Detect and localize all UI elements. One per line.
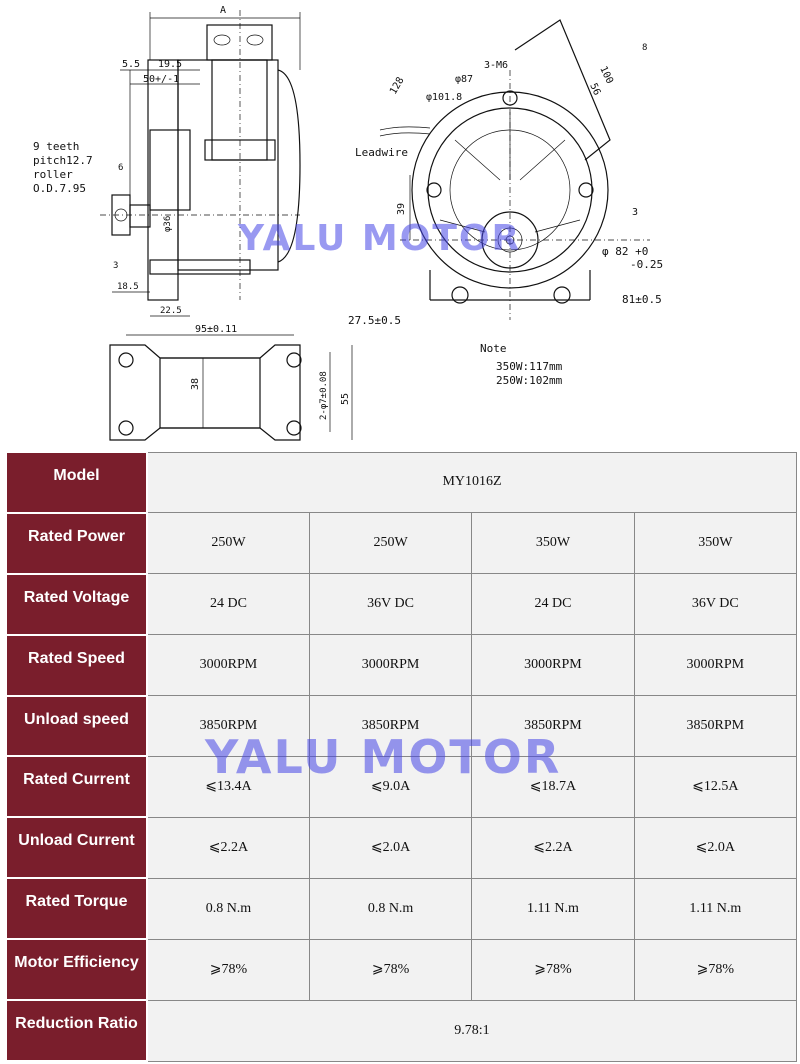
reduction-ratio-value: 9.78:1 [146, 999, 797, 1062]
unload-current-4: ⩽2.0A [633, 816, 798, 879]
side-view: A 5.5 19.5 50+/-1 9 teeth pitch12.7 roll… [33, 5, 301, 317]
label-leadwire: Leadwire [355, 146, 408, 159]
bottom-view: 95±0.11 38 2-φ7±0.08 55 [109, 324, 353, 441]
unload-speed-2: 3850RPM [308, 695, 473, 757]
dim-39: 39 [396, 203, 407, 215]
rated-speed-4: 3000RPM [633, 634, 798, 697]
rated-voltage-4: 36V DC [633, 573, 798, 636]
unload-current-3: ⩽2.2A [471, 816, 635, 879]
dim-phi82-tol: -0.25 [630, 258, 663, 271]
row-label-rated-voltage: Rated Voltage [5, 572, 148, 636]
dim-18-5: 18.5 [117, 282, 139, 292]
motor-efficiency-2: ⩾78% [308, 938, 473, 1001]
row-motor-efficiency: Motor Efficiency ⩾78% ⩾78% ⩾78% ⩾78% [5, 938, 798, 1002]
teeth-label-3: roller [33, 168, 73, 181]
row-label-rated-torque: Rated Torque [5, 877, 148, 941]
row-label-rated-speed: Rated Speed [5, 633, 148, 697]
unload-current-2: ⩽2.0A [308, 816, 473, 879]
rated-current-4: ⩽12.5A [633, 755, 798, 818]
rated-speed-3: 3000RPM [471, 634, 635, 697]
motor-efficiency-3: ⩾78% [471, 938, 635, 1001]
rated-current-1: ⩽13.4A [146, 755, 310, 818]
rated-current-2: ⩽9.0A [308, 755, 473, 818]
row-label-unload-speed: Unload speed [5, 694, 148, 758]
rated-voltage-2: 36V DC [308, 573, 473, 636]
model-value: MY1016Z [146, 451, 797, 514]
row-reduction-ratio: Reduction Ratio 9.78:1 [5, 999, 797, 1062]
note-title: Note [480, 342, 507, 355]
dim-phi82: φ 82 +0 [602, 245, 648, 258]
teeth-label-4: O.D.7.95 [33, 182, 86, 195]
dim-95: 95±0.11 [195, 324, 237, 335]
dim-22-5: 22.5 [160, 306, 182, 316]
row-unload-current: Unload Current ⩽2.2A ⩽2.0A ⩽2.2A ⩽2.0A [5, 816, 798, 880]
rated-torque-4: 1.11 N.m [633, 877, 798, 940]
dim-8: 8 [642, 43, 647, 53]
unload-speed-4: 3850RPM [633, 695, 798, 757]
note-line-2: 250W:102mm [496, 374, 563, 387]
rated-voltage-1: 24 DC [146, 573, 310, 636]
rated-torque-3: 1.11 N.m [471, 877, 635, 940]
dim-3: 3 [113, 261, 118, 271]
rated-power-4: 350W [633, 512, 798, 575]
row-rated-speed: Rated Speed 3000RPM 3000RPM 3000RPM 3000… [5, 633, 798, 697]
dim-56: 56 [587, 82, 602, 98]
teeth-label-1: 9 teeth [33, 140, 79, 153]
unload-current-1: ⩽2.2A [146, 816, 310, 879]
rated-voltage-3: 24 DC [471, 573, 635, 636]
row-rated-torque: Rated Torque 0.8 N.m 0.8 N.m 1.11 N.m 1.… [5, 877, 798, 941]
note-line-1: 350W:117mm [496, 360, 563, 373]
dim-81: 81±0.5 [622, 293, 662, 306]
rated-power-1: 250W [146, 512, 310, 575]
dim-phi101: φ101.8 [426, 92, 462, 103]
motor-efficiency-1: ⩾78% [146, 938, 310, 1001]
dim-3-right: 3 [632, 207, 638, 218]
dim-50: 50+/-1 [143, 74, 179, 85]
rated-torque-1: 0.8 N.m [146, 877, 310, 940]
unload-speed-3: 3850RPM [471, 695, 635, 757]
dim-27-5: 27.5±0.5 [348, 314, 401, 327]
rated-current-3: ⩽18.7A [471, 755, 635, 818]
dim-6: 6 [118, 163, 123, 173]
row-rated-power: Rated Power 250W 250W 350W 350W [5, 511, 798, 575]
dim-phi87: φ87 [455, 74, 473, 85]
rated-power-3: 350W [471, 512, 635, 575]
rated-speed-2: 3000RPM [308, 634, 473, 697]
dim-55: 55 [340, 393, 351, 405]
dim-2-phi7: 2-φ7±0.08 [319, 371, 329, 420]
spec-table: Model MY1016Z Rated Power 250W 250W 350W… [5, 451, 798, 1062]
row-label-rated-power: Rated Power [5, 511, 148, 575]
dim-128: 128 [388, 75, 407, 96]
technical-drawing: A 5.5 19.5 50+/-1 9 teeth pitch12.7 roll… [33, 5, 663, 441]
row-rated-current: Rated Current ⩽13.4A ⩽9.0A ⩽18.7A ⩽12.5A [5, 755, 798, 819]
front-view: 128 3-M6 φ87 φ101.8 Leadwire 39 100 56 8… [348, 19, 663, 387]
row-label-reduction-ratio: Reduction Ratio [5, 999, 148, 1062]
row-model: Model MY1016Z [5, 451, 797, 514]
row-label-model: Model [5, 451, 148, 514]
dim-A: A [220, 5, 226, 16]
row-label-unload-current: Unload Current [5, 816, 148, 880]
row-label-rated-current: Rated Current [5, 755, 148, 819]
dim-phi36: φ36 [163, 216, 173, 232]
row-label-motor-efficiency: Motor Efficiency [5, 938, 148, 1002]
dim-19-5: 19.5 [158, 59, 182, 70]
dim-3-m6: 3-M6 [484, 60, 508, 71]
dim-100: 100 [597, 65, 615, 86]
motor-efficiency-4: ⩾78% [633, 938, 798, 1001]
row-unload-speed: Unload speed 3850RPM 3850RPM 3850RPM 385… [5, 694, 798, 758]
unload-speed-1: 3850RPM [146, 695, 310, 757]
rated-speed-1: 3000RPM [146, 634, 310, 697]
dim-5-5: 5.5 [122, 59, 140, 70]
rated-power-2: 250W [308, 512, 473, 575]
rated-torque-2: 0.8 N.m [308, 877, 473, 940]
teeth-label-2: pitch12.7 [33, 154, 93, 167]
row-rated-voltage: Rated Voltage 24 DC 36V DC 24 DC 36V DC [5, 572, 798, 636]
dim-38: 38 [190, 378, 201, 390]
